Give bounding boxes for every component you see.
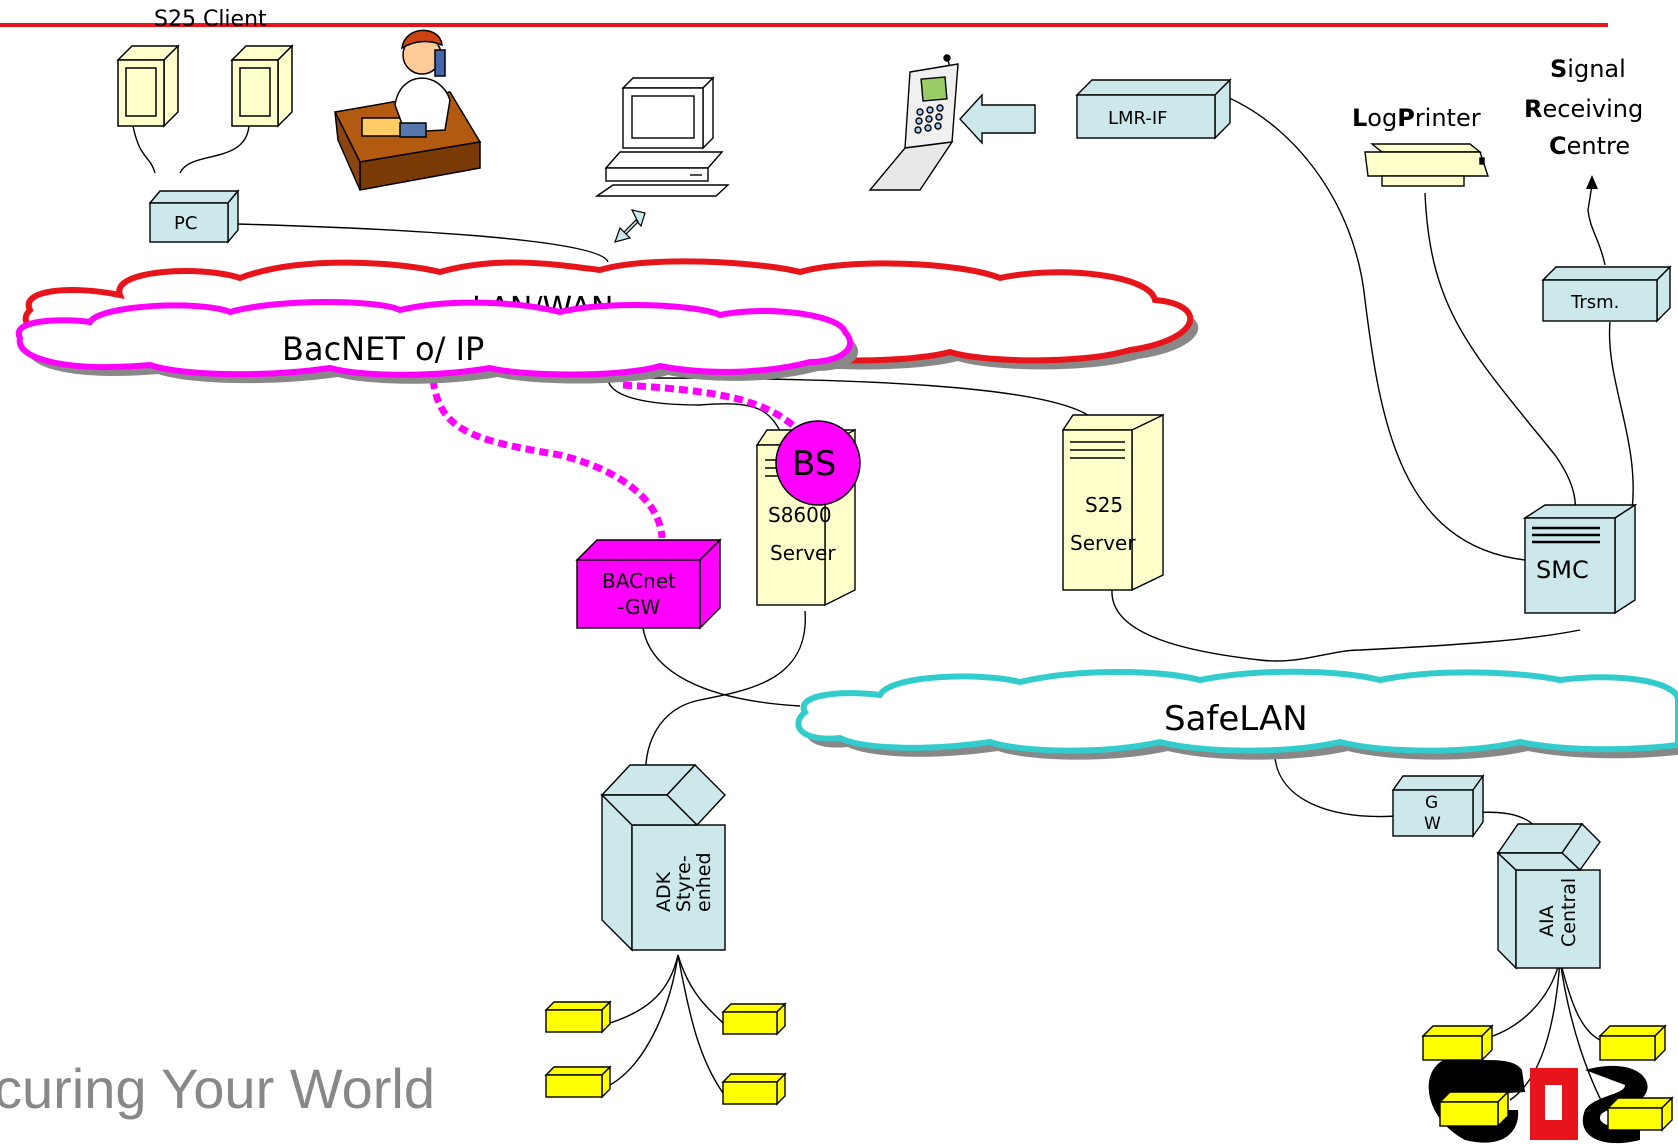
arrow-left-icon (959, 93, 1036, 145)
monitor-icon (116, 44, 180, 128)
svg-text:enhed: enhed (693, 852, 715, 912)
bs-node: BS (775, 420, 861, 506)
svg-text:Styre-: Styre- (673, 855, 695, 912)
double-arrow-icon (614, 209, 646, 243)
sensor-icon (1598, 1024, 1667, 1062)
computer-icon (594, 76, 730, 197)
svg-text:ADK: ADK (653, 871, 675, 912)
svg-text:BACnet: BACnet (602, 569, 676, 593)
sensor-icon (1606, 1096, 1674, 1132)
svg-text:SMC: SMC (1536, 556, 1589, 584)
pc-box: PC (148, 189, 240, 244)
svg-text:Server: Server (1070, 531, 1136, 555)
src-label: Signal Receiving Centre (1524, 55, 1643, 160)
connections (132, 92, 1634, 1109)
sensor-icon (544, 1000, 612, 1034)
svg-text:PC: PC (174, 213, 197, 234)
svg-text:-GW: -GW (617, 595, 660, 619)
bacnet-gw-box: BACnet -GW (575, 538, 722, 630)
sensor-icon (1438, 1090, 1510, 1128)
monitor-icon (230, 44, 294, 128)
svg-text:Trsm.: Trsm. (1570, 292, 1619, 313)
svg-text:Centre: Centre (1549, 132, 1630, 160)
svg-text:AIA: AIA (1536, 905, 1558, 937)
lmr-if-box: LMR-IF (1075, 78, 1232, 140)
sensors (544, 1000, 1674, 1132)
svg-text:BS: BS (792, 444, 836, 484)
bacnet-dashed-links (429, 379, 799, 539)
s25-client-label: S25 Client (154, 7, 267, 32)
svg-text:Central: Central (1558, 878, 1580, 947)
svg-text:G: G (1425, 793, 1438, 813)
safelan-cloud: SafeLAN (795, 668, 1678, 754)
mobile-phone-icon (868, 54, 959, 191)
log-printer-label: LogPrinter (1352, 104, 1481, 132)
svg-text:Server: Server (770, 541, 836, 565)
sensor-icon (1421, 1024, 1494, 1062)
bacnet-cloud: BacNET o/ IP (15, 299, 854, 378)
safelan-label: SafeLAN (1164, 699, 1308, 739)
s25-server: S25 Server (1061, 413, 1165, 592)
tagline: curing Your World (0, 1057, 435, 1120)
sensor-icon (721, 1072, 787, 1106)
arrow-up-icon (1586, 175, 1598, 189)
gw-box: G W (1391, 773, 1485, 839)
svg-text:S25: S25 (1085, 493, 1123, 517)
trsm-box: Trsm. (1541, 265, 1672, 323)
printer-icon (1364, 143, 1489, 187)
sensor-icon (721, 1002, 787, 1036)
svg-text:Receiving: Receiving (1524, 95, 1643, 123)
bacnet-ip-label: BacNET o/ IP (282, 330, 484, 368)
svg-text:S8600: S8600 (768, 503, 832, 527)
adk-box: ADK Styre- enhed (600, 763, 726, 952)
sensor-icon (544, 1065, 612, 1099)
svg-text:W: W (1424, 814, 1441, 834)
smc-box: SMC (1522, 503, 1638, 615)
svg-text:Signal: Signal (1550, 55, 1626, 83)
svg-text:LMR-IF: LMR-IF (1108, 108, 1168, 129)
aia-central-box: AIA Central (1496, 822, 1601, 970)
operator-icon (333, 29, 482, 191)
